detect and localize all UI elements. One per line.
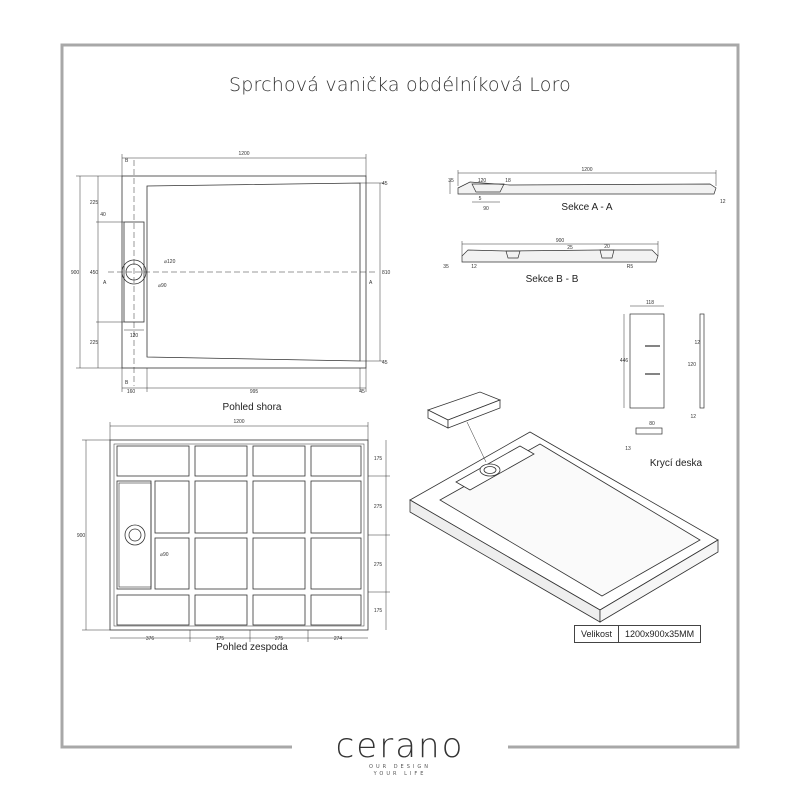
isometric-drawing [409, 391, 719, 623]
label-cover-plate: Krycí deska [650, 458, 703, 469]
dim-top-height: 900 [71, 270, 80, 276]
section-aa-drawing [449, 170, 717, 203]
dim-drain-90: ⌀90 [158, 283, 167, 289]
dim-bb-25: 25 [567, 245, 573, 251]
size-label: Velikost [573, 625, 620, 643]
dim-bottom-175b: 175 [374, 608, 383, 614]
top-view-drawing [76, 154, 384, 392]
page-title: Sprchová vanička obdélníková Loro [229, 74, 571, 96]
dim-bottom-175a: 175 [374, 456, 383, 462]
dim-aa-35: 35 [448, 178, 454, 184]
dim-bb-12: 12 [471, 264, 477, 270]
dim-bb-r5: R5 [627, 264, 634, 270]
dim-top-45b: 45 [382, 360, 388, 366]
dim-cover-13: 13 [625, 446, 631, 452]
label-bottom-view: Pohled zespoda [216, 642, 288, 653]
dim-drain-w120: 120 [130, 333, 139, 339]
dim-cover-120: 120 [688, 362, 697, 368]
dim-cover-12b: 12 [690, 414, 696, 420]
dim-top-450: 450 [90, 270, 99, 276]
dim-bottom-160: 160 [127, 389, 136, 395]
dim-bottom-376: 376 [146, 636, 155, 642]
section-b-top: B [125, 158, 129, 164]
dim-bottom-drain-90: ⌀90 [160, 552, 169, 558]
section-b-bottom: B [125, 380, 129, 386]
dim-top-810: 810 [382, 270, 391, 276]
sheet-frame [60, 43, 740, 749]
dim-top-225b: 225 [90, 340, 99, 346]
dim-aa-12: 12 [720, 199, 726, 205]
brand-tagline-2: YOUR LIFE [373, 771, 427, 777]
dim-cover-12a: 12 [694, 340, 700, 346]
label-section-bb: Sekce B - B [526, 274, 579, 285]
size-table: Velikost 1200x900x35MM [573, 625, 702, 643]
brand-logo: cerano OUR DESIGN YOUR LIFE [0, 728, 800, 778]
bottom-view-drawing [82, 422, 390, 642]
dim-bottom-275a: 275 [374, 504, 383, 510]
label-section-aa: Sekce A - A [561, 202, 612, 213]
dim-bottom-275-c: 275 [216, 636, 225, 642]
dim-bottom-275-d: 275 [275, 636, 284, 642]
cover-plate-dims: 118 446 12 120 12 80 13 [620, 300, 700, 452]
dim-aa-90: 90 [483, 206, 489, 212]
drain-bottom-circle [124, 524, 146, 546]
cover-plate-end [635, 427, 663, 435]
dim-bottom-45: 45 [359, 389, 365, 395]
section-a-right: A [369, 280, 373, 286]
brand-tagline-1: OUR DESIGN [369, 764, 431, 770]
dim-top-40: 40 [100, 212, 106, 218]
dim-top-45a: 45 [382, 181, 388, 187]
dim-aa-18: 18 [505, 178, 511, 184]
dim-cover-80: 80 [649, 421, 655, 427]
section-aa-dims: 1200 35 120 18 5 90 12 [448, 167, 726, 212]
dim-top-width: 1200 [238, 151, 249, 157]
rib-cell [116, 445, 190, 477]
bottom-view-dims: 1200 900 175 275 275 175 ⌀90 376 275 275… [77, 419, 383, 642]
dim-drain-120: ⌀120 [164, 259, 176, 265]
brand-name: cerano [335, 726, 465, 766]
section-a-left: A [103, 280, 107, 286]
cover-plate-drawing [623, 305, 705, 435]
dim-bottom-275b: 275 [374, 562, 383, 568]
dim-cover-118: 118 [646, 300, 654, 306]
section-bb-dims: 900 25 20 35 12 R5 [443, 238, 633, 270]
dim-aa-120: 120 [478, 178, 487, 184]
tray-outline-bottom [109, 439, 369, 631]
cover-plate-front [629, 313, 665, 409]
cover-plate-side [699, 313, 705, 409]
dim-cover-446: 446 [620, 358, 629, 364]
size-value: 1200x900x35MM [618, 625, 702, 643]
dim-bb-35: 35 [443, 264, 449, 270]
top-view-dims: 1200 900 225 40 450 225 45 810 45 ⌀120 ⌀… [71, 151, 391, 395]
label-top-view: Pohled shora [223, 402, 282, 413]
dim-top-225a: 225 [90, 200, 99, 206]
dim-bb-20: 20 [604, 244, 610, 250]
dim-bottom-height: 900 [77, 533, 86, 539]
dim-bb-900: 900 [556, 238, 565, 244]
dim-aa-5: 5 [479, 196, 482, 202]
dim-aa-1200: 1200 [581, 167, 592, 173]
dim-bottom-width: 1200 [233, 419, 244, 425]
dim-bottom-274: 274 [334, 636, 343, 642]
section-bb-drawing [461, 241, 659, 263]
dim-bottom-995: 995 [250, 389, 259, 395]
